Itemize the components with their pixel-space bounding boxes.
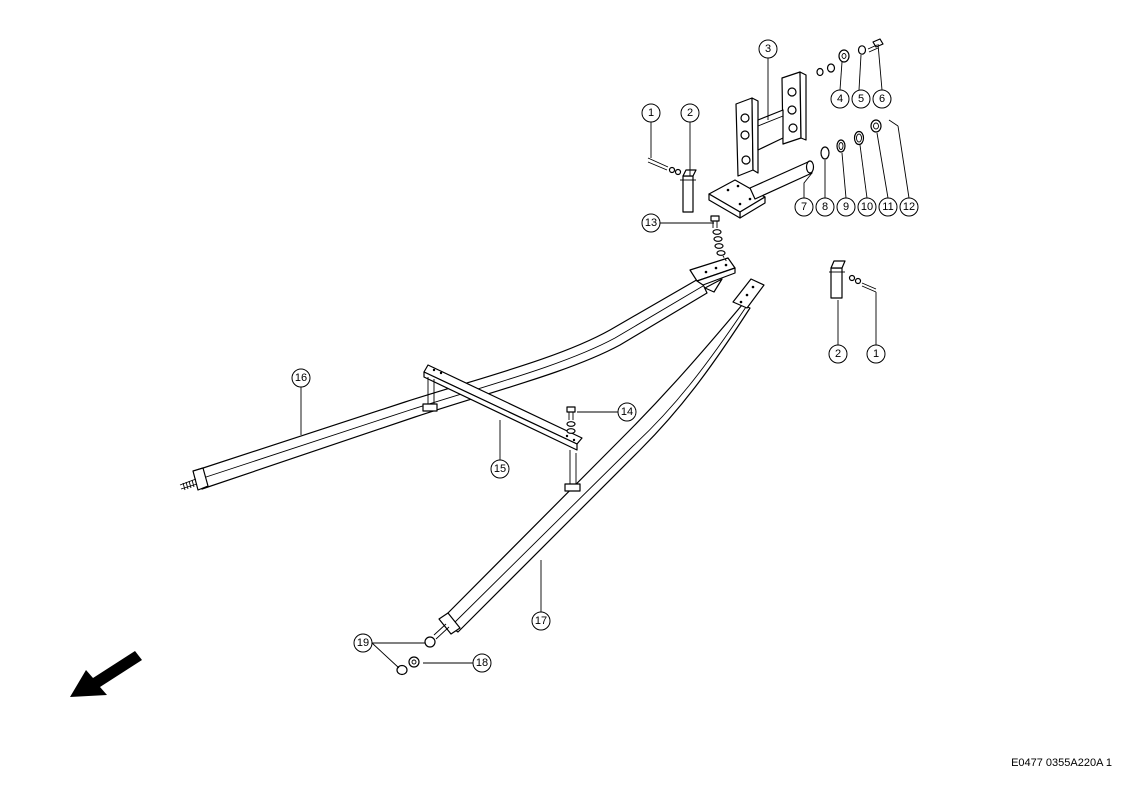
svg-text:5: 5 [858,93,864,105]
bolt-washer-14 [566,406,576,434]
svg-text:7: 7 [801,201,807,213]
callout-2-upper: 2 [680,103,700,123]
svg-text:1: 1 [873,348,879,360]
svg-text:15: 15 [494,463,506,475]
clip-2-right [829,260,846,299]
washer-nuts-18-19 [396,636,436,676]
svg-text:13: 13 [645,217,657,229]
svg-text:10: 10 [861,201,873,213]
bolt-stack-13 [710,215,728,263]
svg-text:4: 4 [837,93,843,105]
washers-nut-pin-8-12 [820,119,899,160]
svg-text:19: 19 [357,637,369,649]
svg-text:1: 1 [648,107,654,119]
pin-1-upper [647,157,682,176]
callout-9: 9 [836,197,856,217]
svg-text:2: 2 [835,348,841,360]
callout-17: 17 [531,611,551,631]
direction-arrow-icon [70,651,142,697]
callout-12: 12 [899,197,919,217]
pin-1-right [848,274,877,293]
svg-text:9: 9 [843,201,849,213]
bush-washer-bolt-4-5-6 [838,38,884,63]
leader-lines [300,43,910,669]
callout-16: 16 [291,368,311,388]
svg-text:14: 14 [621,406,633,418]
cross-brace-15 [422,364,583,492]
callout-1-lower: 1 [866,344,886,364]
svg-text:12: 12 [903,201,915,213]
callout-14: 14 [617,402,637,422]
callout-8: 8 [815,197,835,217]
callout-6: 6 [872,89,892,109]
callout-4: 4 [830,89,850,109]
drawing-reference-code: E0477 0355A220A 1 [1011,757,1112,769]
callout-3: 3 [758,39,778,59]
drawbar-7 [708,160,815,219]
svg-text:16: 16 [295,372,307,384]
callout-13: 13 [641,213,661,233]
svg-text:18: 18 [476,657,488,669]
frame-tube-16 [179,257,736,491]
callout-15: 15 [490,459,510,479]
svg-text:11: 11 [882,201,893,213]
callout-11: 11 [878,197,898,217]
callout-7: 7 [794,197,814,217]
callout-2-lower: 2 [828,344,848,364]
svg-text:2: 2 [687,107,693,119]
clip-2-upper [680,169,697,213]
svg-text:6: 6 [879,93,885,105]
frame-tube-17 [433,278,765,640]
callout-5: 5 [851,89,871,109]
callout-10: 10 [857,197,877,217]
svg-text:3: 3 [765,43,771,55]
svg-text:17: 17 [535,615,547,627]
callout-19: 19 [353,633,373,653]
hitch-bracket-3 [735,63,836,177]
callout-18: 18 [472,653,492,673]
callout-1-upper: 1 [641,103,661,123]
svg-text:8: 8 [822,201,828,213]
